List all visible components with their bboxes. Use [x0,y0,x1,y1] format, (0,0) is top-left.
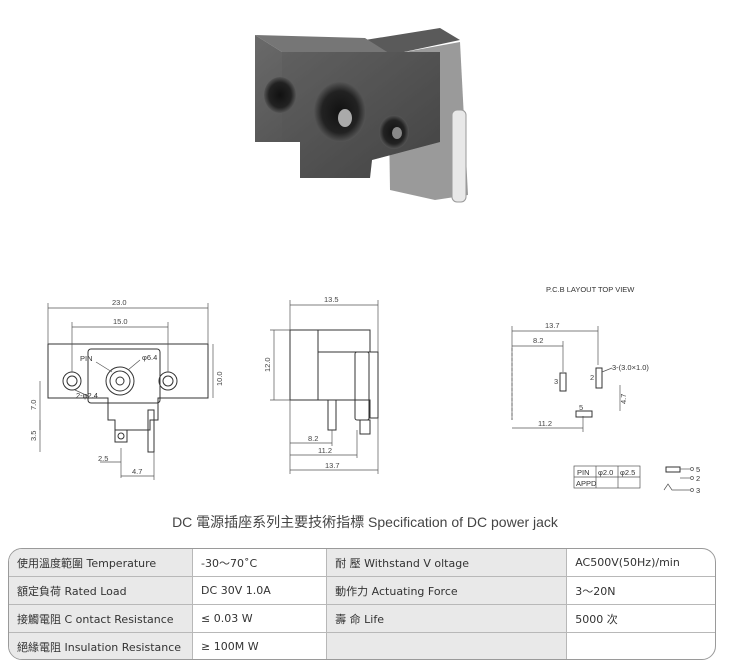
front-dim-pitch: 15.0 [113,317,128,326]
spec-label: 接觸電阻 C ontact Resistance [9,604,193,633]
spec-label-2: 耐 壓 Withstand V oltage [326,549,567,577]
schematic-p2: 2 [696,474,700,483]
front-dim-pin-offset: 2.5 [98,454,108,463]
pcb-dim-a: 8.2 [533,336,543,345]
pin-table-d1: φ2.0 [598,468,613,477]
front-dim-side-holes: 2-φ2.4 [76,391,98,400]
spec-row: 絕緣電阻 Insulation Resistance≥ 100M W [9,632,715,659]
schematic-p3: 3 [696,486,700,495]
pin-table-pin: PIN [577,468,590,477]
spec-title: DC 電源插座系列主要技術指標 Specification of DC powe… [172,514,558,530]
pcb-slot-label: 3-(3.0×1.0) [612,363,649,372]
spec-label-2: 動作力 Actuating Force [326,576,567,605]
pcb-dim-width: 13.7 [545,321,560,330]
pin-table-appd: APPD [576,479,597,488]
side-view-drawing: 13.5 12.0 8.2 11.2 13.7 [263,295,379,474]
spec-label-2 [326,632,567,659]
spec-value: -30～70˚C [192,549,327,577]
front-dim-foot: 3.5 [29,431,38,441]
spec-value-2: 5000 次 [566,604,715,633]
product-photo [255,28,468,203]
side-dim-b: 11.2 [318,446,332,455]
front-dim-pin-spacing: 4.7 [132,467,142,476]
side-dim-a: 8.2 [308,434,318,443]
spec-value: DC 30V 1.0A [192,576,327,605]
pcb-layout-drawing: P.C.B LAYOUT TOP VIEW 13.7 8.2 11.2 3-(3… [511,285,649,432]
pcb-dim-v: 4.7 [619,394,628,404]
pcb-pin-2: 2 [590,373,594,382]
front-dim-center-height: 7.0 [29,400,38,410]
spec-value: ≥ 100M W [192,632,327,659]
spec-label: 使用溫度範圍 Temperature [9,549,193,577]
schematic-p5: 5 [696,465,700,474]
spec-value-2: 3～20N [566,576,715,605]
front-dim-center-hole: φ6.4 [142,353,157,362]
front-dim-width: 23.0 [112,298,127,307]
pin-table-d2: φ2.5 [620,468,635,477]
pin-schematic: 5 2 3 [663,465,700,495]
pin-size-table: PIN φ2.0 φ2.5 APPD [573,465,641,489]
spec-value-2 [566,632,715,659]
side-dim-height: 12.0 [263,357,272,372]
front-pin-label: PIN [80,354,93,363]
pcb-pin-3: 3 [554,377,558,386]
spec-label-2: 壽 命 Life [326,604,567,633]
spec-value: ≤ 0.03 W [192,604,327,633]
spec-label: 絕緣電阻 Insulation Resistance [9,632,193,659]
pcb-header: P.C.B LAYOUT TOP VIEW [546,285,635,294]
pcb-dim-b: 11.2 [538,419,552,428]
front-view-drawing: 23.0 15.0 PIN φ6.4 2-φ2.4 10.0 7.0 3.5 2… [29,298,224,480]
spec-label: 額定負荷 Rated Load [9,576,193,605]
side-dim-c: 13.7 [325,461,340,470]
pcb-pin-5: 5 [579,403,583,412]
front-dim-height: 10.0 [215,371,224,386]
side-dim-top: 13.5 [324,295,339,304]
spec-value-2: AC500V(50Hz)/min [566,549,715,577]
